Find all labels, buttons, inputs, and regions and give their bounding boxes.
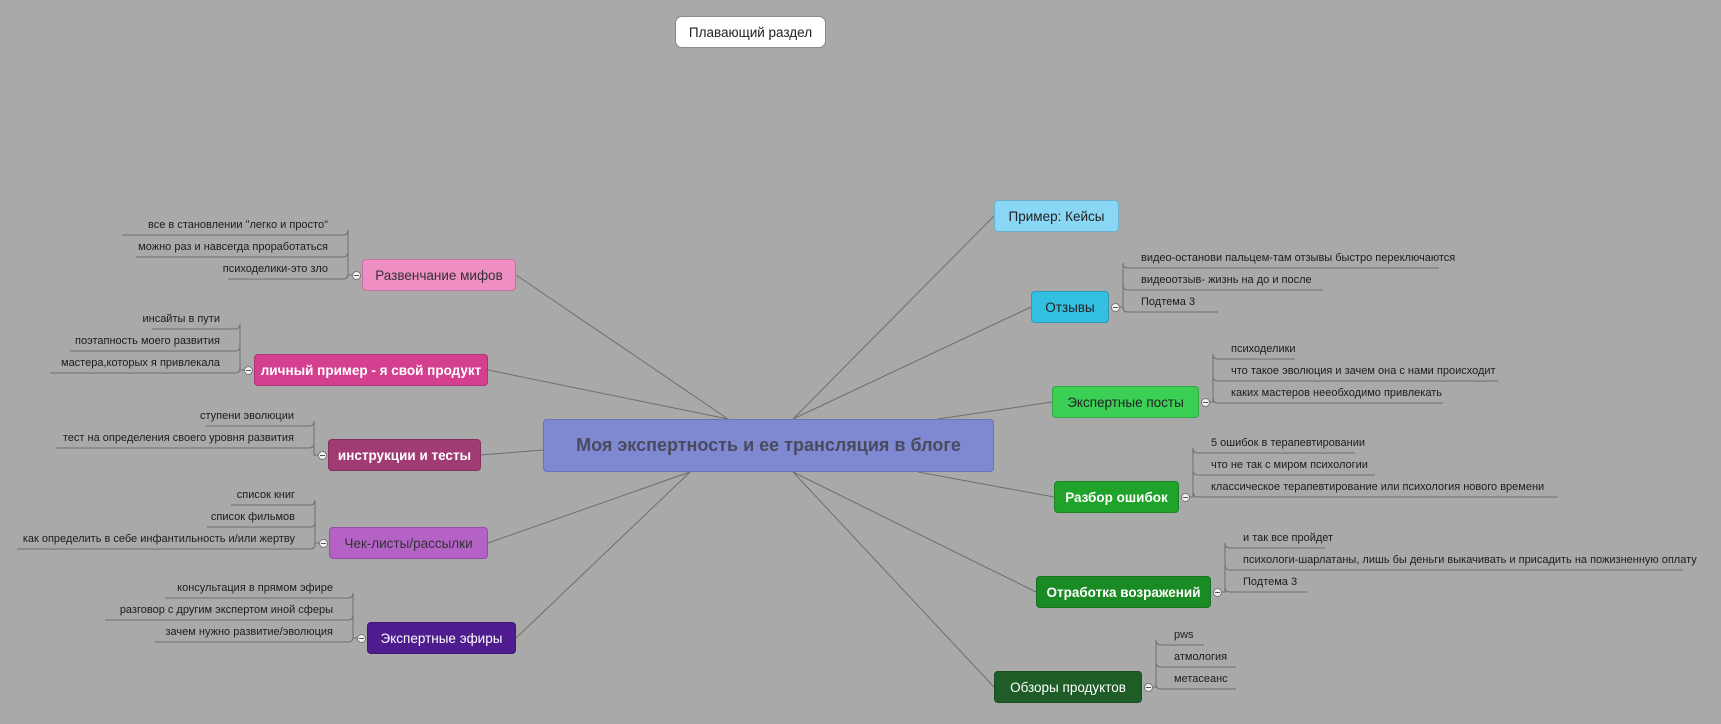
subtopic[interactable]: видеоотзыв- жизнь на до и после	[1141, 274, 1312, 286]
collapse-toggle-icon[interactable]	[1180, 492, 1190, 502]
subtopic[interactable]: список фильмов	[210, 511, 295, 523]
connector-line	[917, 471, 1055, 498]
subtopic-connector	[207, 521, 319, 544]
subtopic[interactable]: зачем нужно развитие/эволюция	[165, 626, 333, 638]
subtopic[interactable]: Подтема 3	[1243, 576, 1298, 588]
subtopic[interactable]: каких мастеров нееобходимо привлекать	[1231, 387, 1442, 399]
collapse-toggle-icon[interactable]	[318, 538, 328, 548]
collapse-toggle-icon[interactable]	[317, 450, 327, 460]
subtopic[interactable]: что такое эволюция и зачем она с нами пр…	[1231, 365, 1496, 377]
collapse-toggle-icon[interactable]	[1212, 587, 1222, 597]
subtopic-connector	[122, 229, 352, 276]
branch-topic[interactable]: личный пример - я свой продукт	[254, 354, 488, 386]
branch-topic[interactable]: Обзоры продуктов	[994, 671, 1142, 703]
branch-topic[interactable]: Пример: Кейсы	[994, 200, 1119, 232]
subtopic-connector	[155, 636, 357, 643]
subtopic[interactable]: психологи-шарлатаны, лишь бы деньги выка…	[1243, 554, 1697, 566]
subtopic[interactable]: список книг	[236, 489, 295, 501]
subtopic-connector	[165, 592, 357, 639]
connector-line	[515, 274, 729, 420]
subtopic[interactable]: 5 ошибок в терапевтировании	[1211, 437, 1366, 449]
subtopic[interactable]: инсайты в пути	[142, 313, 220, 325]
subtopic-connector	[105, 614, 357, 639]
subtopic-connector	[1221, 542, 1325, 593]
subtopic-connector	[1209, 397, 1443, 404]
subtopic-connector	[1209, 375, 1498, 403]
subtopic-connector	[228, 273, 352, 280]
branch-topic[interactable]: Отработка возражений	[1036, 576, 1211, 608]
subtopic-connector	[1189, 469, 1375, 498]
subtopic-connector	[152, 323, 244, 371]
subtopic-connector	[1221, 586, 1307, 593]
connector-line	[792, 306, 1032, 420]
subtopic[interactable]: видео-останови пальцем-там отзывы быстро…	[1141, 252, 1456, 264]
subtopic[interactable]: психоделики-это зло	[222, 263, 328, 275]
connector-line	[487, 369, 729, 420]
subtopic[interactable]: психоделики	[1231, 343, 1296, 355]
connector-line	[792, 471, 1037, 593]
subtopic-connector	[70, 345, 244, 371]
subtopic-connector	[1119, 262, 1439, 308]
subtopic-connector	[50, 367, 244, 374]
subtopic-connector	[56, 442, 318, 456]
subtopic[interactable]: мастера,которых я привлекала	[61, 357, 220, 369]
collapse-toggle-icon[interactable]	[351, 270, 361, 280]
subtopic[interactable]: можно раз и навсегда проработаться	[138, 241, 328, 253]
floating-topic[interactable]: Плавающий раздел	[675, 16, 826, 48]
collapse-toggle-icon[interactable]	[1110, 302, 1120, 312]
subtopic[interactable]: метасеанс	[1174, 673, 1228, 685]
branch-topic[interactable]: Экспертные эфиры	[367, 622, 516, 654]
subtopic-connector	[1152, 683, 1236, 690]
subtopic-connector	[136, 251, 352, 276]
subtopic-connector	[1221, 564, 1683, 593]
subtopic-connector	[1209, 353, 1295, 403]
subtopic[interactable]: все в становлении "легко и просто"	[148, 219, 328, 231]
branch-topic[interactable]: Разбор ошибок	[1054, 481, 1179, 513]
connector-line	[792, 471, 995, 688]
subtopic[interactable]: Подтема 3	[1141, 296, 1196, 308]
subtopic-connector	[1152, 661, 1236, 688]
subtopic-connector	[1152, 639, 1204, 688]
connector-line	[487, 471, 691, 544]
subtopic[interactable]: консультация в прямом эфире	[177, 582, 333, 594]
branch-topic[interactable]: Развенчание мифов	[362, 259, 516, 291]
connector-line	[792, 215, 995, 420]
subtopic-connector	[206, 420, 318, 456]
branch-topic[interactable]: Экспертные посты	[1052, 386, 1199, 418]
subtopic-connector	[1189, 491, 1558, 498]
collapse-toggle-icon[interactable]	[243, 365, 253, 375]
branch-topic[interactable]: инструкции и тесты	[328, 439, 481, 471]
subtopic[interactable]: pws	[1174, 629, 1194, 641]
subtopic[interactable]: и так все пройдет	[1243, 532, 1334, 544]
central-topic[interactable]: Моя экспертность и ее трансляция в блоге	[543, 419, 994, 472]
subtopic[interactable]: поэтапность моего развития	[75, 335, 220, 347]
subtopic[interactable]: тест на определения своего уровня развит…	[62, 432, 294, 444]
subtopic-connector	[1119, 284, 1323, 308]
connector-line	[480, 449, 544, 456]
subtopic-connector	[1189, 447, 1355, 498]
subtopic-connector	[231, 499, 319, 544]
subtopic[interactable]: как определить в себе инфантильность и/и…	[22, 533, 295, 545]
collapse-toggle-icon[interactable]	[356, 633, 366, 643]
subtopic[interactable]: классическое терапевтирование или психол…	[1211, 481, 1545, 493]
connector-line	[515, 471, 691, 639]
subtopic[interactable]: что не так с миром психологии	[1211, 459, 1368, 471]
subtopic-connector	[1119, 306, 1218, 313]
subtopic-connector	[17, 542, 319, 550]
branch-topic[interactable]: Чек-листы/рассылки	[329, 527, 488, 559]
collapse-toggle-icon[interactable]	[1143, 682, 1153, 692]
collapse-toggle-icon[interactable]	[1200, 397, 1210, 407]
subtopic[interactable]: разговор с другим экспертом иной сферы	[119, 604, 333, 616]
subtopic[interactable]: атмология	[1174, 651, 1228, 663]
branch-topic[interactable]: Отзывы	[1031, 291, 1109, 323]
connector-line	[937, 401, 1053, 420]
subtopic[interactable]: ступени эволюции	[200, 410, 294, 422]
